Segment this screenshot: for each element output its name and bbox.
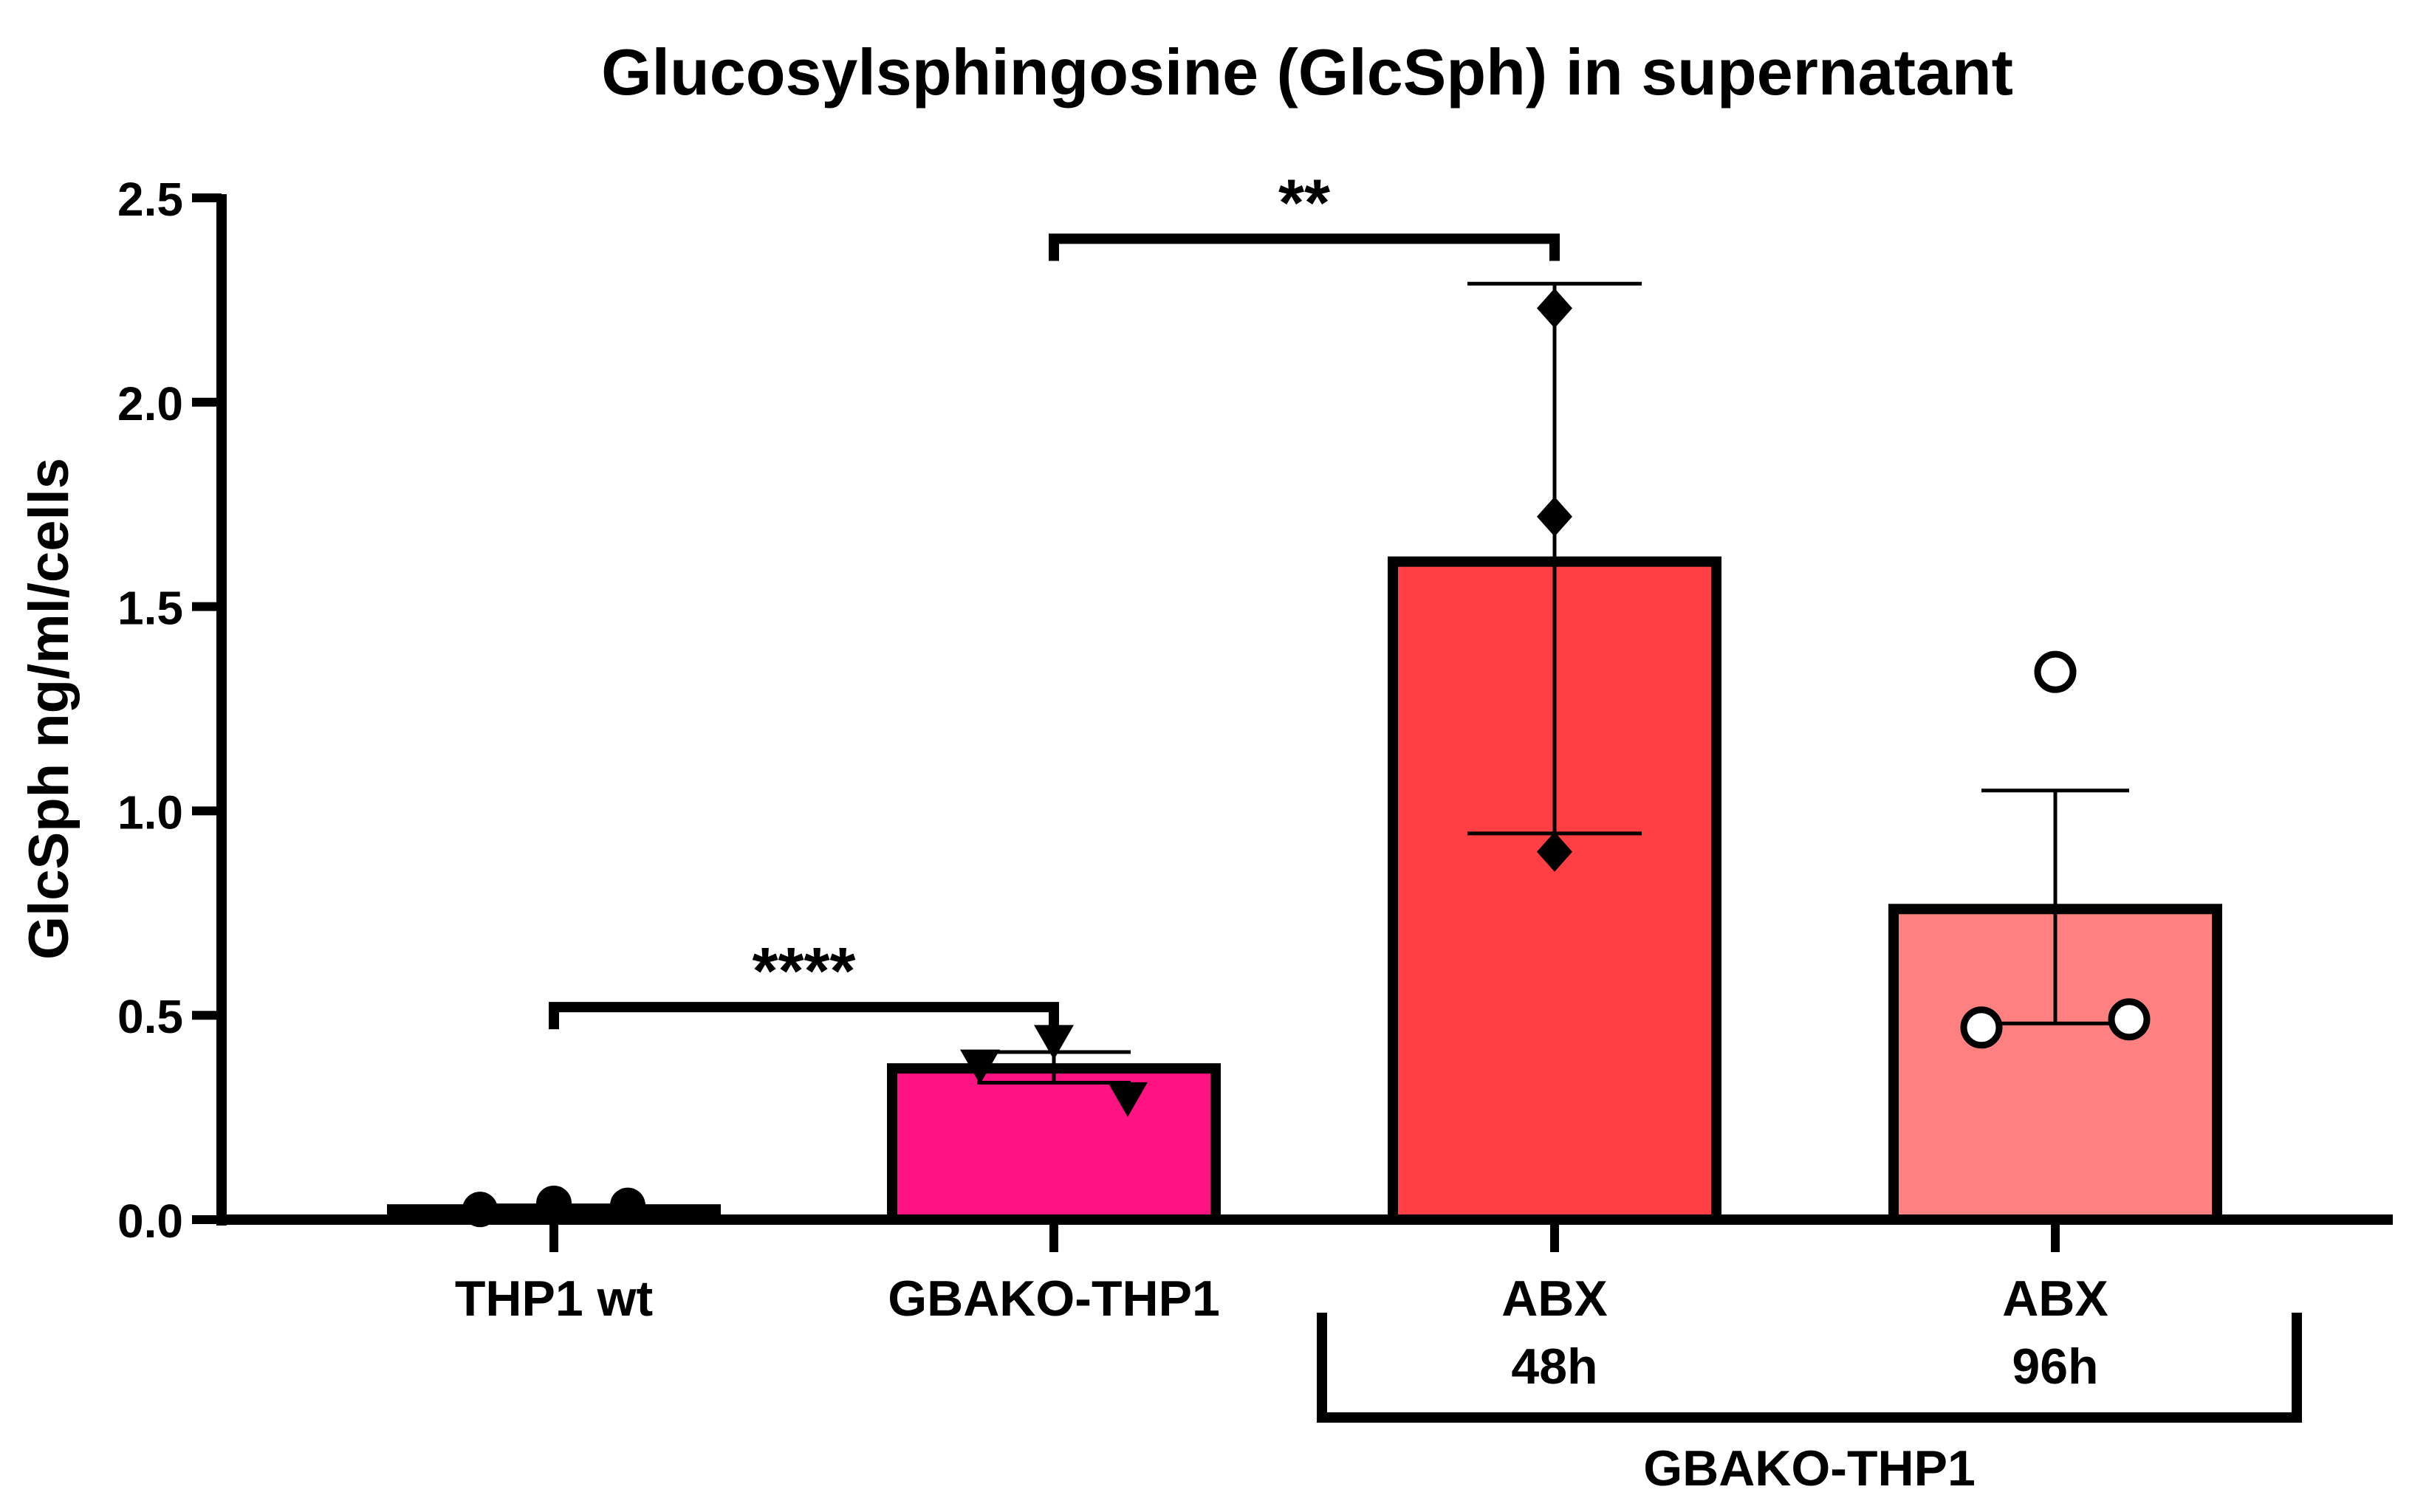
significance-bracket-1 [1049,233,1560,261]
data-point-1-0 [1034,1025,1074,1060]
significance-label-1: ** [1278,166,1330,240]
data-point-3-1 [1960,1006,2003,1049]
data-point-0-2 [610,1187,645,1223]
x-tick-label-3-0: ABX [2002,1271,2108,1327]
x-tick-label-2-0: ABX [1501,1271,1608,1327]
x-tick-label-2-1: 48h [1511,1339,1597,1395]
data-point-3-2 [2108,998,2151,1041]
data-point-2-1 [1537,496,1572,537]
data-point-0-1 [536,1185,572,1221]
data-point-2-2 [1537,831,1572,872]
y-tick-label-5: 2.5 [117,173,183,226]
data-point-0-0 [462,1192,498,1228]
y-axis-label: GlcSph ng/ml/cells [18,458,80,960]
y-tick-label-4: 2.0 [117,377,183,430]
chart-title: Glucosylsphingosine (GlcSph) in supernat… [601,35,2013,109]
y-tick-label-2: 1.0 [117,786,183,839]
data-point-3-0 [2034,650,2077,693]
x-tick-label-0-0: THP1 wt [455,1271,653,1327]
bar-1 [887,1063,1221,1225]
y-tick-label-3: 1.5 [117,582,183,635]
significance-bracket-0 [549,1002,1059,1030]
data-point-2-0 [1537,288,1572,329]
significance-label-0: **** [752,935,855,1008]
x-tick-label-3-1: 96h [2012,1339,2098,1395]
y-tick-label-0: 0.0 [117,1195,183,1248]
y-tick-label-1: 0.5 [117,990,183,1043]
group-bracket [1317,1313,2302,1423]
x-tick-label-1-0: GBAKO-THP1 [888,1271,1220,1327]
data-point-1-1 [960,1049,1000,1085]
group-label: GBAKO-THP1 [1643,1440,1976,1496]
data-point-1-2 [1108,1082,1148,1117]
